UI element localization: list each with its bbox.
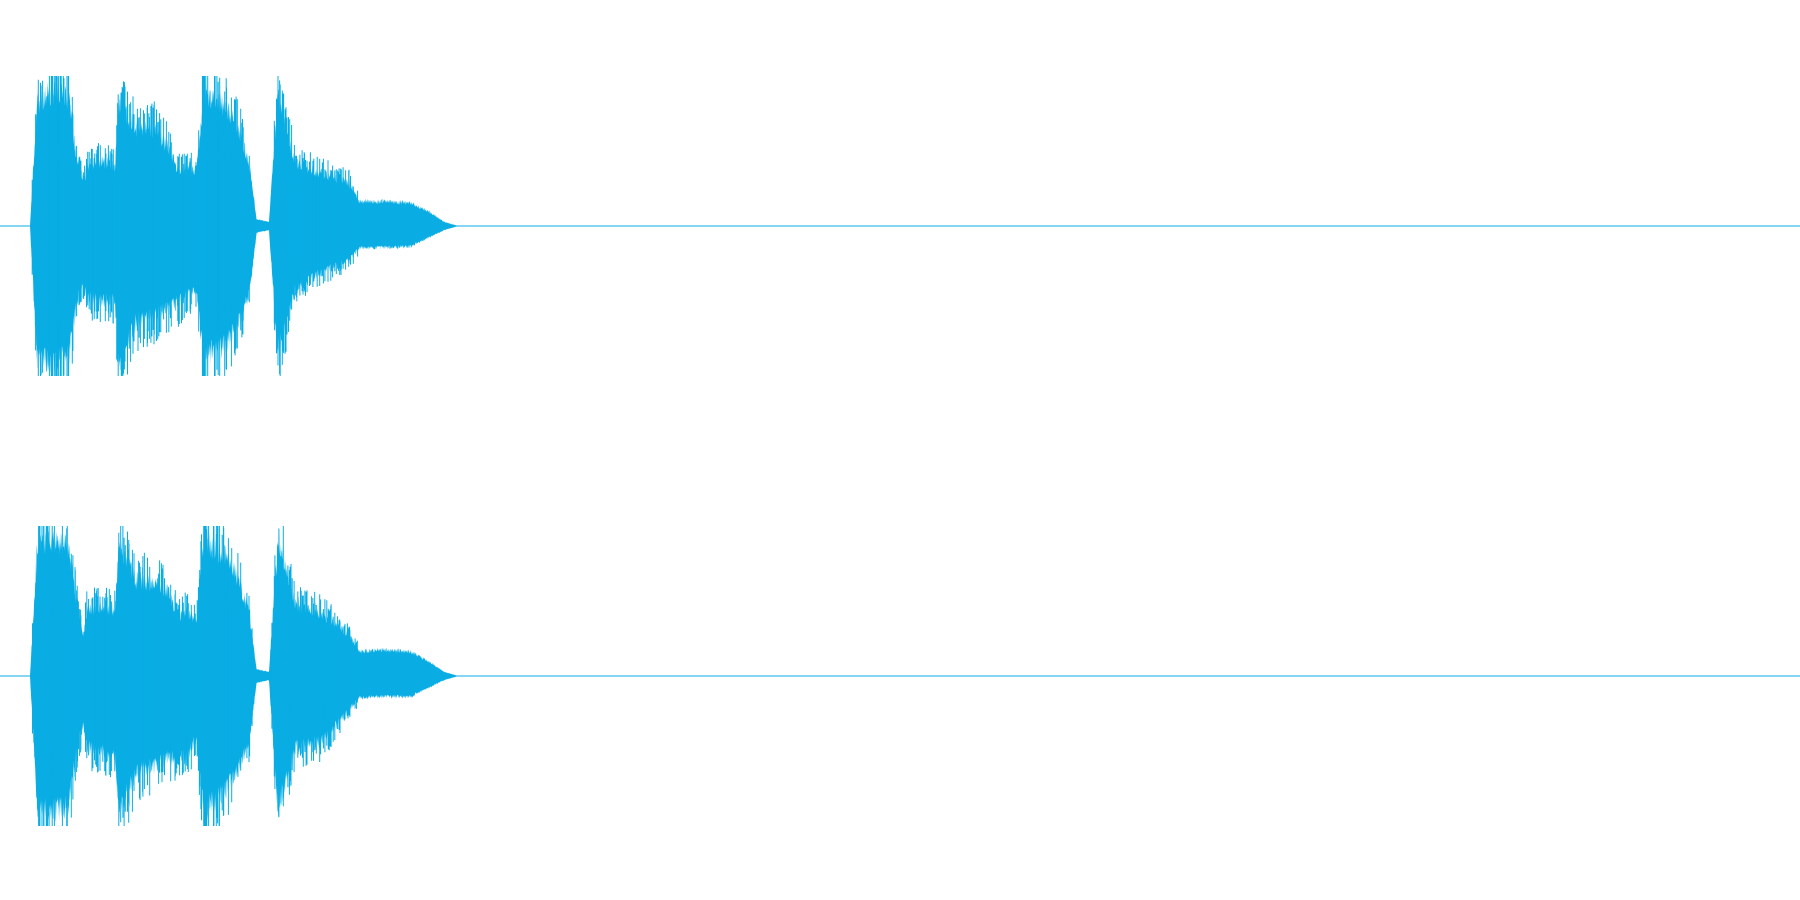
channel-1 (0, 76, 1800, 376)
channel-1-waveform-spikes (31, 76, 359, 376)
channel-2 (0, 526, 1800, 826)
channel-2-waveform-spikes (32, 526, 358, 826)
channel-2-waveform (30, 530, 462, 824)
